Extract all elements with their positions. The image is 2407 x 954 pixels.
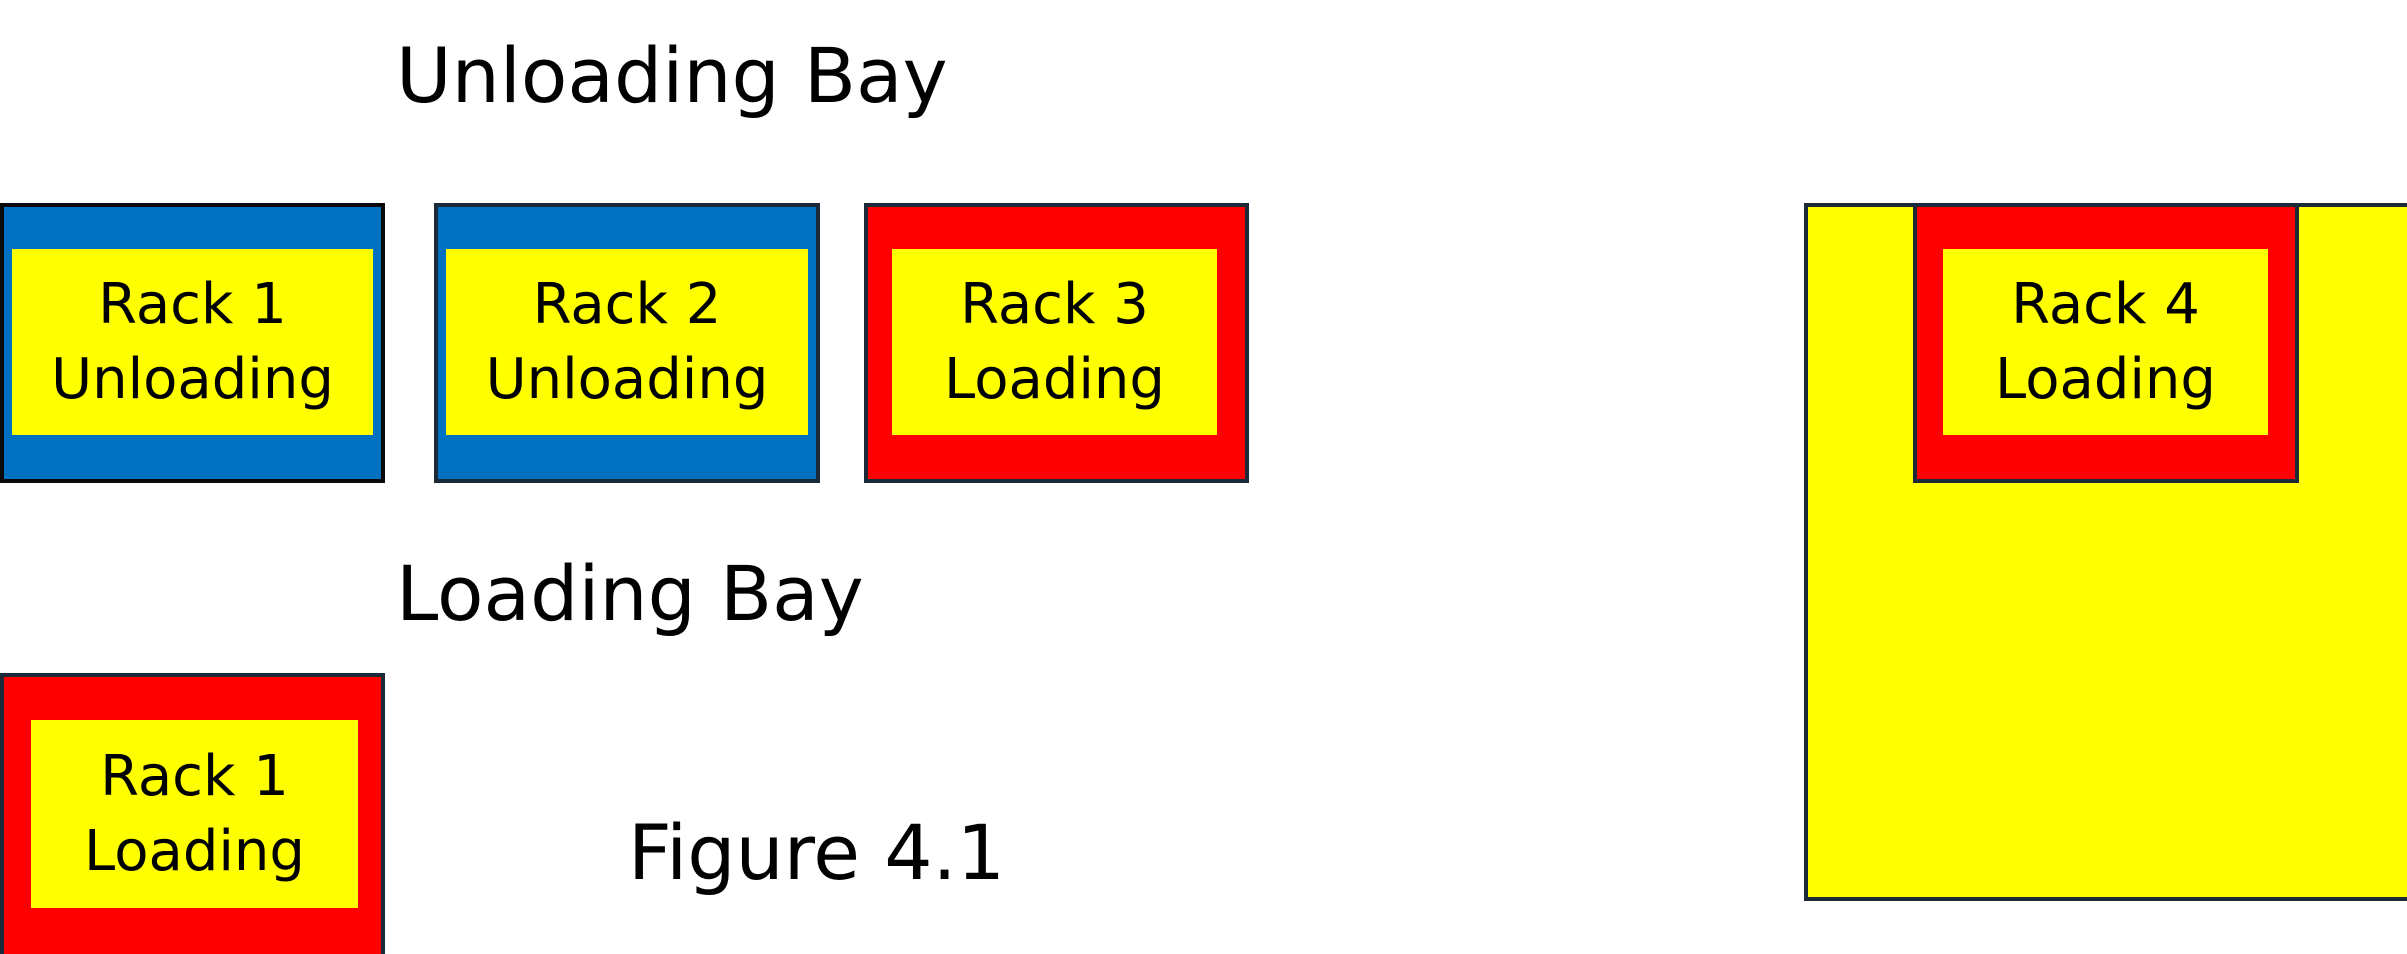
rack-1-inner: Rack 1 Unloading xyxy=(12,249,373,435)
loading-rack-1-inner: Rack 1 Loading xyxy=(31,720,358,908)
rack-2-inner: Rack 2 Unloading xyxy=(446,249,808,435)
unloading-bay-rack-2: Rack 2 Unloading xyxy=(434,203,820,483)
loading-rack-1-status: Loading xyxy=(84,819,305,884)
rack-3-status: Loading xyxy=(944,347,1165,412)
rack-4-name: Rack 4 xyxy=(2011,271,2200,337)
rack-2-status: Unloading xyxy=(485,347,769,412)
loading-rack-1-name: Rack 1 xyxy=(100,743,289,809)
unloading-bay-rack-3: Rack 3 Loading xyxy=(864,203,1249,483)
rack-1-status: Unloading xyxy=(51,347,334,412)
rack-3-name: Rack 3 xyxy=(960,271,1149,337)
figure-caption: Figure 4.1 xyxy=(628,808,1006,897)
unloading-bay-rack-1: Rack 1 Unloading xyxy=(0,203,385,483)
loading-bay-rack-1: Rack 1 Loading xyxy=(0,673,385,954)
rack-1-name: Rack 1 xyxy=(98,271,287,337)
rack-4-inner: Rack 4 Loading xyxy=(1943,249,2268,435)
rack-3-inner: Rack 3 Loading xyxy=(892,249,1217,435)
unloading-bay-title: Unloading Bay xyxy=(396,31,948,120)
container-rack-4: Rack 4 Loading xyxy=(1913,203,2299,483)
rack-2-name: Rack 2 xyxy=(532,271,722,337)
rack-4-status: Loading xyxy=(1995,347,2216,412)
loading-bay-title: Loading Bay xyxy=(396,549,864,638)
